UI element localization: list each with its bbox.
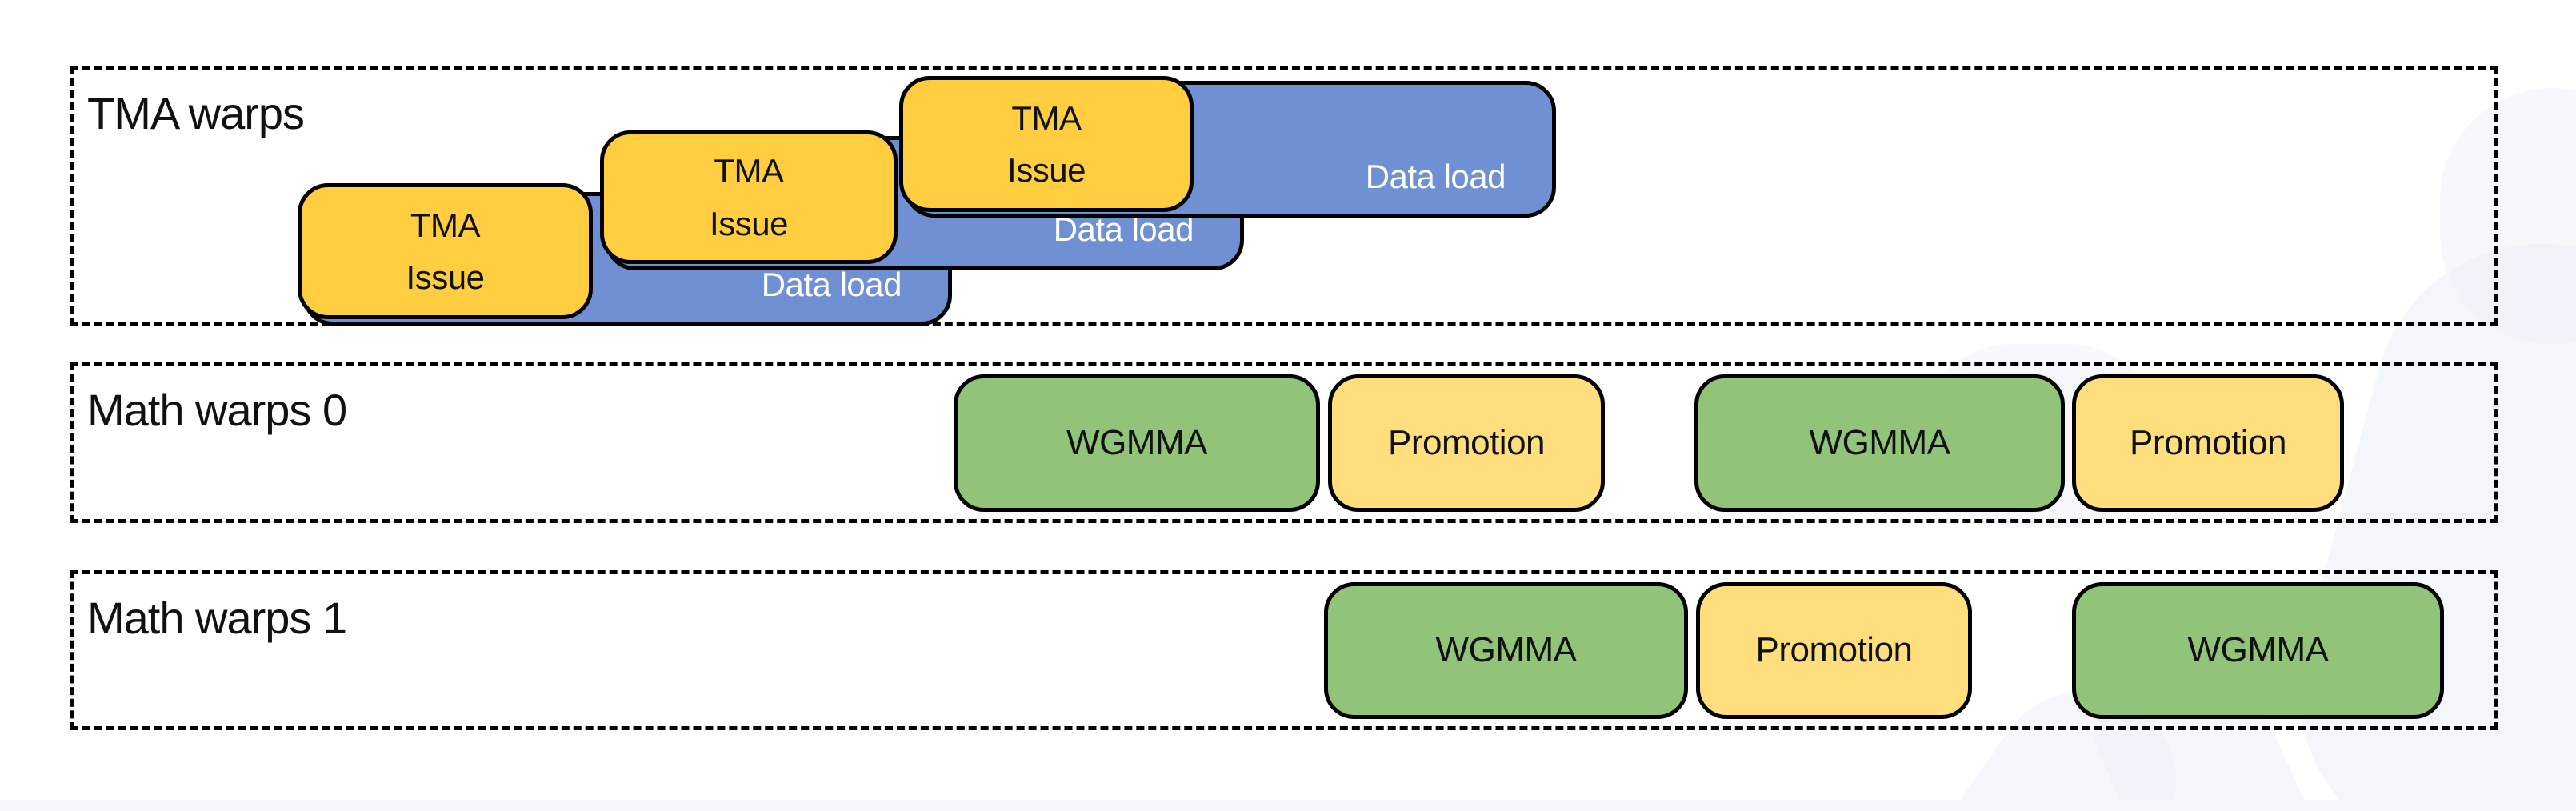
promotion-label: Promotion (2129, 422, 2287, 462)
lane-label-math-warps-0: Math warps 0 (87, 385, 347, 435)
wgmma-block-math-warps-0-1: WGMMA (954, 374, 1320, 512)
lane-label-tma-warps: TMA warps (87, 88, 305, 138)
promotion-block-math-warps-0-4: Promotion (2072, 374, 2344, 512)
promotion-label: Promotion (1755, 630, 1913, 670)
lane-tma-warps: TMA warps (70, 66, 2498, 326)
lane-label-math-warps-1: Math warps 1 (87, 593, 347, 643)
promotion-label: Promotion (1387, 422, 1546, 462)
wgmma-label: WGMMA (1066, 422, 1207, 462)
promotion-block-math-warps-0-2: Promotion (1328, 374, 1605, 512)
wgmma-label: WGMMA (2187, 630, 2329, 670)
data-load-label: Data load (1365, 157, 1506, 195)
wgmma-block-math-warps-1-1: WGMMA (1324, 582, 1688, 719)
lane-math-warps-1: Math warps 1 (70, 570, 2498, 730)
data-load-label: Data load (761, 265, 902, 303)
promotion-block-math-warps-1-2: Promotion (1696, 582, 1972, 719)
lane-math-warps-0: Math warps 0 (70, 362, 2498, 523)
wgmma-block-math-warps-1-3: WGMMA (2072, 582, 2444, 719)
wgmma-block-math-warps-0-3: WGMMA (1694, 374, 2065, 512)
wgmma-label: WGMMA (1809, 422, 1950, 462)
bottom-strip (0, 800, 2576, 811)
wgmma-label: WGMMA (1435, 630, 1577, 670)
